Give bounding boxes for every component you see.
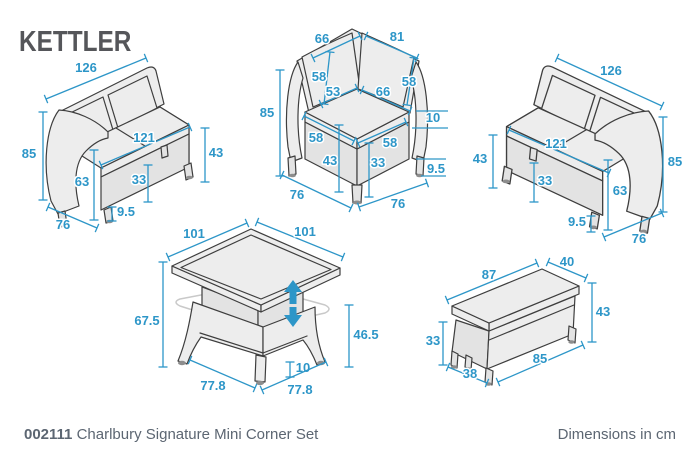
- table-base-rail-line: [199, 332, 308, 354]
- dim-label: 9.5: [117, 204, 135, 219]
- dim-label: 43: [323, 153, 337, 168]
- sofa-foot: [186, 175, 193, 180]
- dim-label: 46.5: [353, 327, 378, 342]
- table-base-left: [177, 301, 264, 365]
- bench-dimensions: 87 40 43 33 85 38: [424, 253, 612, 388]
- dim-label: 66: [315, 31, 329, 46]
- dim-label: 58: [309, 130, 323, 145]
- dim-label: 43: [596, 304, 610, 319]
- dim-label: 38: [463, 366, 477, 381]
- height-adjust-down-arrow-icon: [284, 307, 302, 327]
- dim-label: 58: [383, 135, 397, 150]
- table-foot: [256, 380, 264, 386]
- adjustable-table-drawing: [171, 228, 341, 386]
- dim-label: 43: [473, 151, 487, 166]
- dim-label: 77.8: [200, 378, 225, 393]
- table-foot: [178, 360, 186, 366]
- dim-label: 85: [260, 105, 274, 120]
- dim-label: 121: [133, 130, 155, 145]
- dim-label: 121: [545, 136, 567, 151]
- corner-leg: [351, 184, 363, 204]
- dim-label: 77.8: [287, 382, 312, 397]
- bench-foot: [568, 340, 575, 344]
- product-name: Charlbury Signature Mini Corner Set: [76, 426, 319, 443]
- dim-label: 101: [294, 224, 316, 239]
- dim-label: 10: [426, 110, 440, 125]
- right-arm-sofa-drawing: [501, 65, 664, 235]
- corner-foot: [289, 173, 296, 178]
- product-code: 002111: [24, 426, 73, 443]
- dim-label: 9.5: [427, 161, 445, 176]
- dim-label: 33: [538, 173, 552, 188]
- dim-label: 101: [183, 226, 205, 241]
- dim-label: 53: [326, 84, 340, 99]
- dim-label: 126: [600, 63, 622, 78]
- left-sofa-dimensions: 126 85 121 43 63 33 9.5 76: [20, 53, 225, 234]
- footer: 002111 Charlbury Signature Mini Corner S…: [0, 426, 700, 443]
- corner-foot: [353, 200, 361, 205]
- dim-label: 43: [209, 145, 223, 160]
- dim-label: 81: [390, 29, 404, 44]
- dim-label: 85: [22, 146, 36, 161]
- dim-label: 76: [391, 196, 405, 211]
- dim-label: 76: [632, 231, 646, 246]
- corner-chair-dimensions: 66 81 58 58 53 66 85 10 58 58 43 33: [258, 28, 448, 213]
- dim-label: 33: [426, 333, 440, 348]
- dim-label: 85: [533, 351, 547, 366]
- dim-label: 9.5: [568, 214, 586, 229]
- corner-arm-left: [285, 61, 304, 163]
- dim-label: 76: [290, 187, 304, 202]
- dim-label: 58: [402, 74, 416, 89]
- dim-label: 63: [613, 183, 627, 198]
- dim-label: 66: [376, 84, 390, 99]
- dim-label: 58: [312, 69, 326, 84]
- dim-label: 33: [132, 172, 146, 187]
- dim-label: 76: [56, 217, 70, 232]
- product-title: 002111 Charlbury Signature Mini Corner S…: [24, 426, 318, 443]
- units-note: Dimensions in cm: [557, 426, 676, 443]
- bench-lid-seam-line: [488, 304, 575, 341]
- dim-label: 87: [482, 267, 496, 282]
- dim-label: 40: [560, 254, 574, 269]
- right-sofa-dimensions: 126 43 121 33 63 85 9.5 76: [471, 53, 684, 248]
- table-front-leg: [254, 354, 267, 383]
- corner-chair-drawing: [285, 28, 429, 205]
- corner-leg: [287, 155, 297, 177]
- kettler-logo: KETTLER: [19, 26, 132, 58]
- height-adjust-up-arrow-icon: [284, 280, 302, 304]
- table-dimensions: 101 101 67.5 46.5 10 77.8 77.8: [133, 217, 380, 399]
- dim-label: 63: [75, 174, 89, 189]
- sofa-leg: [160, 144, 169, 159]
- dim-label: 126: [75, 60, 97, 75]
- dim-label: 33: [371, 155, 385, 170]
- dim-label: 67.5: [134, 313, 159, 328]
- dim-label: 85: [668, 154, 682, 169]
